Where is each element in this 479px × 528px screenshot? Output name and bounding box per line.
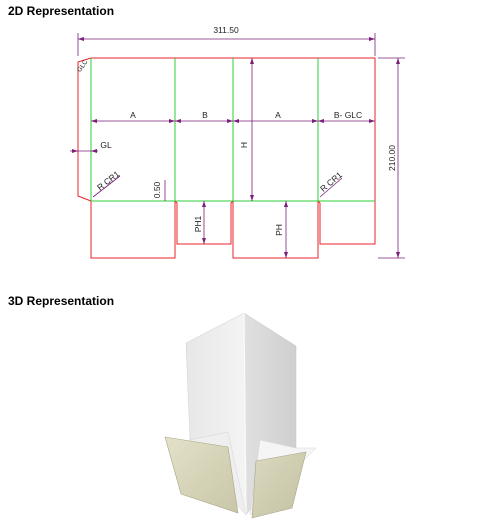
section-title-3d: 3D Representation [8, 294, 115, 308]
box-corner-edge [243, 312, 247, 516]
corner-note-label: GLC [76, 58, 90, 73]
box-right-face [243, 312, 297, 516]
radius-right-label: R CR1 [318, 170, 344, 194]
dimension-arrows [72, 37, 400, 258]
panel-b-label: B [202, 110, 208, 120]
flap-ph1-label: PH1 [193, 215, 203, 232]
panel-a-left-label: A [130, 110, 136, 120]
radius-left-label: R CR1 [95, 169, 121, 193]
panel-a-right-label: A [275, 110, 281, 120]
box-lower-right-panel [249, 439, 317, 516]
crease-lines [90, 58, 375, 202]
dieline-2d: 311.50 210.00 A B A B- GLC H GL R CR1 R … [70, 25, 405, 259]
height-h-label: H [239, 142, 249, 148]
cut-lines [77, 57, 376, 259]
dimension-lines [70, 33, 405, 259]
section-title-2d: 2D Representation [8, 4, 115, 18]
overall-height-label: 210.00 [387, 145, 397, 171]
box-lower-left-panel [189, 431, 247, 516]
small-offset-label: 0.50 [152, 181, 162, 198]
glue-lap-label: GL [100, 140, 112, 150]
overall-width-label: 311.50 [213, 25, 239, 35]
box-model-3d [164, 312, 317, 519]
box-left-face [185, 312, 247, 516]
panel-b-glc-label: B- GLC [334, 110, 362, 120]
flap-ph-label: PH [274, 224, 284, 236]
box-left-flap [164, 436, 239, 514]
box-right-flap [251, 451, 307, 519]
